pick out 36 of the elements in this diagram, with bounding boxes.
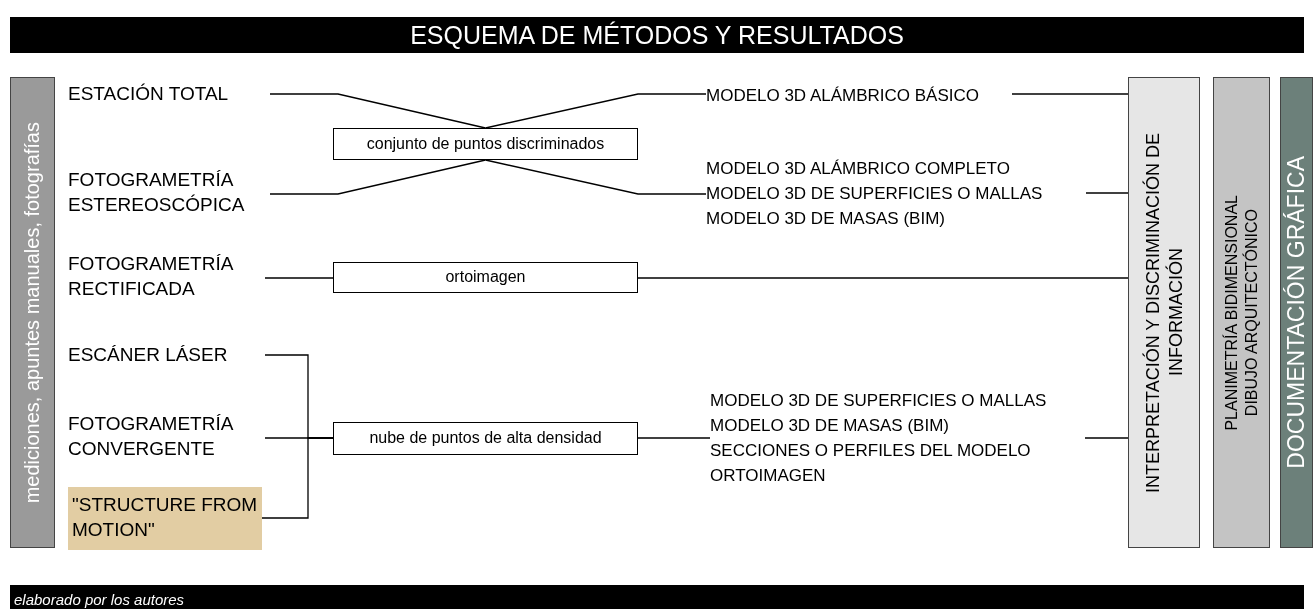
connector-line xyxy=(1084,437,1129,439)
connector-line xyxy=(269,93,487,129)
process-box: ortoimagen xyxy=(333,262,638,293)
connector-line xyxy=(1011,93,1129,95)
method-label: FOTOGRAMETRÍA ESTEREOSCÓPICA xyxy=(68,168,270,222)
connector-line xyxy=(637,277,1129,279)
method-label: FOTOGRAMETRÍA RECTIFICADA xyxy=(68,252,265,306)
connector-line xyxy=(269,159,487,195)
process-box: conjunto de puntos discriminados xyxy=(333,128,638,160)
method-label: FOTOGRAMETRÍA CONVERGENTE xyxy=(68,412,265,466)
source-bar: mediciones, apuntes manuales, fotografías xyxy=(10,77,55,548)
connector-line xyxy=(261,437,334,519)
result-item: MODELO 3D DE SUPERFICIES O MALLAS xyxy=(706,183,1044,205)
caption-banner: elaborado por los autores xyxy=(10,585,1304,609)
result-item: MODELO 3D ALÁMBRICO COMPLETO xyxy=(706,158,1011,180)
result-item: MODELO 3D DE SUPERFICIES O MALLAS xyxy=(710,390,1048,412)
result-item: MODELO 3D DE MASAS (BIM) xyxy=(710,415,950,437)
process-box: nube de puntos de alta densidad xyxy=(333,422,638,455)
connector-line xyxy=(264,277,334,279)
stage-bar: DOCUMENTACIÓN GRÁFICA xyxy=(1280,77,1313,548)
result-item: ORTOIMAGEN xyxy=(710,465,827,487)
stage-label: PLANIMETRÍA BIDIMENSIONAL xyxy=(1221,194,1241,431)
stage-bar: INTERPRETACIÓN Y DISCRIMINACIÓN DE INFORMACIÓN xyxy=(1128,77,1200,548)
stage-label: DIBUJO ARQUITECTÓNICO xyxy=(1241,208,1261,417)
connector-line xyxy=(1085,192,1129,194)
connector-line xyxy=(484,93,707,129)
connector-line xyxy=(484,159,707,195)
result-item: MODELO 3D DE MASAS (BIM) xyxy=(706,208,946,230)
method-label: ESTACIÓN TOTAL xyxy=(68,82,270,108)
stage-bar xyxy=(1213,77,1270,548)
result-list: MODELO 3D ALÁMBRICO BÁSICO xyxy=(706,83,1012,107)
method-label: ESCÁNER LÁSER xyxy=(68,343,265,369)
method-box: "STRUCTURE FROM MOTION" xyxy=(68,487,262,550)
connector-line xyxy=(637,437,711,439)
result-item: SECCIONES O PERFILES DEL MODELO xyxy=(710,440,1032,462)
title-banner: ESQUEMA DE MÉTODOS Y RESULTADOS xyxy=(10,17,1304,53)
